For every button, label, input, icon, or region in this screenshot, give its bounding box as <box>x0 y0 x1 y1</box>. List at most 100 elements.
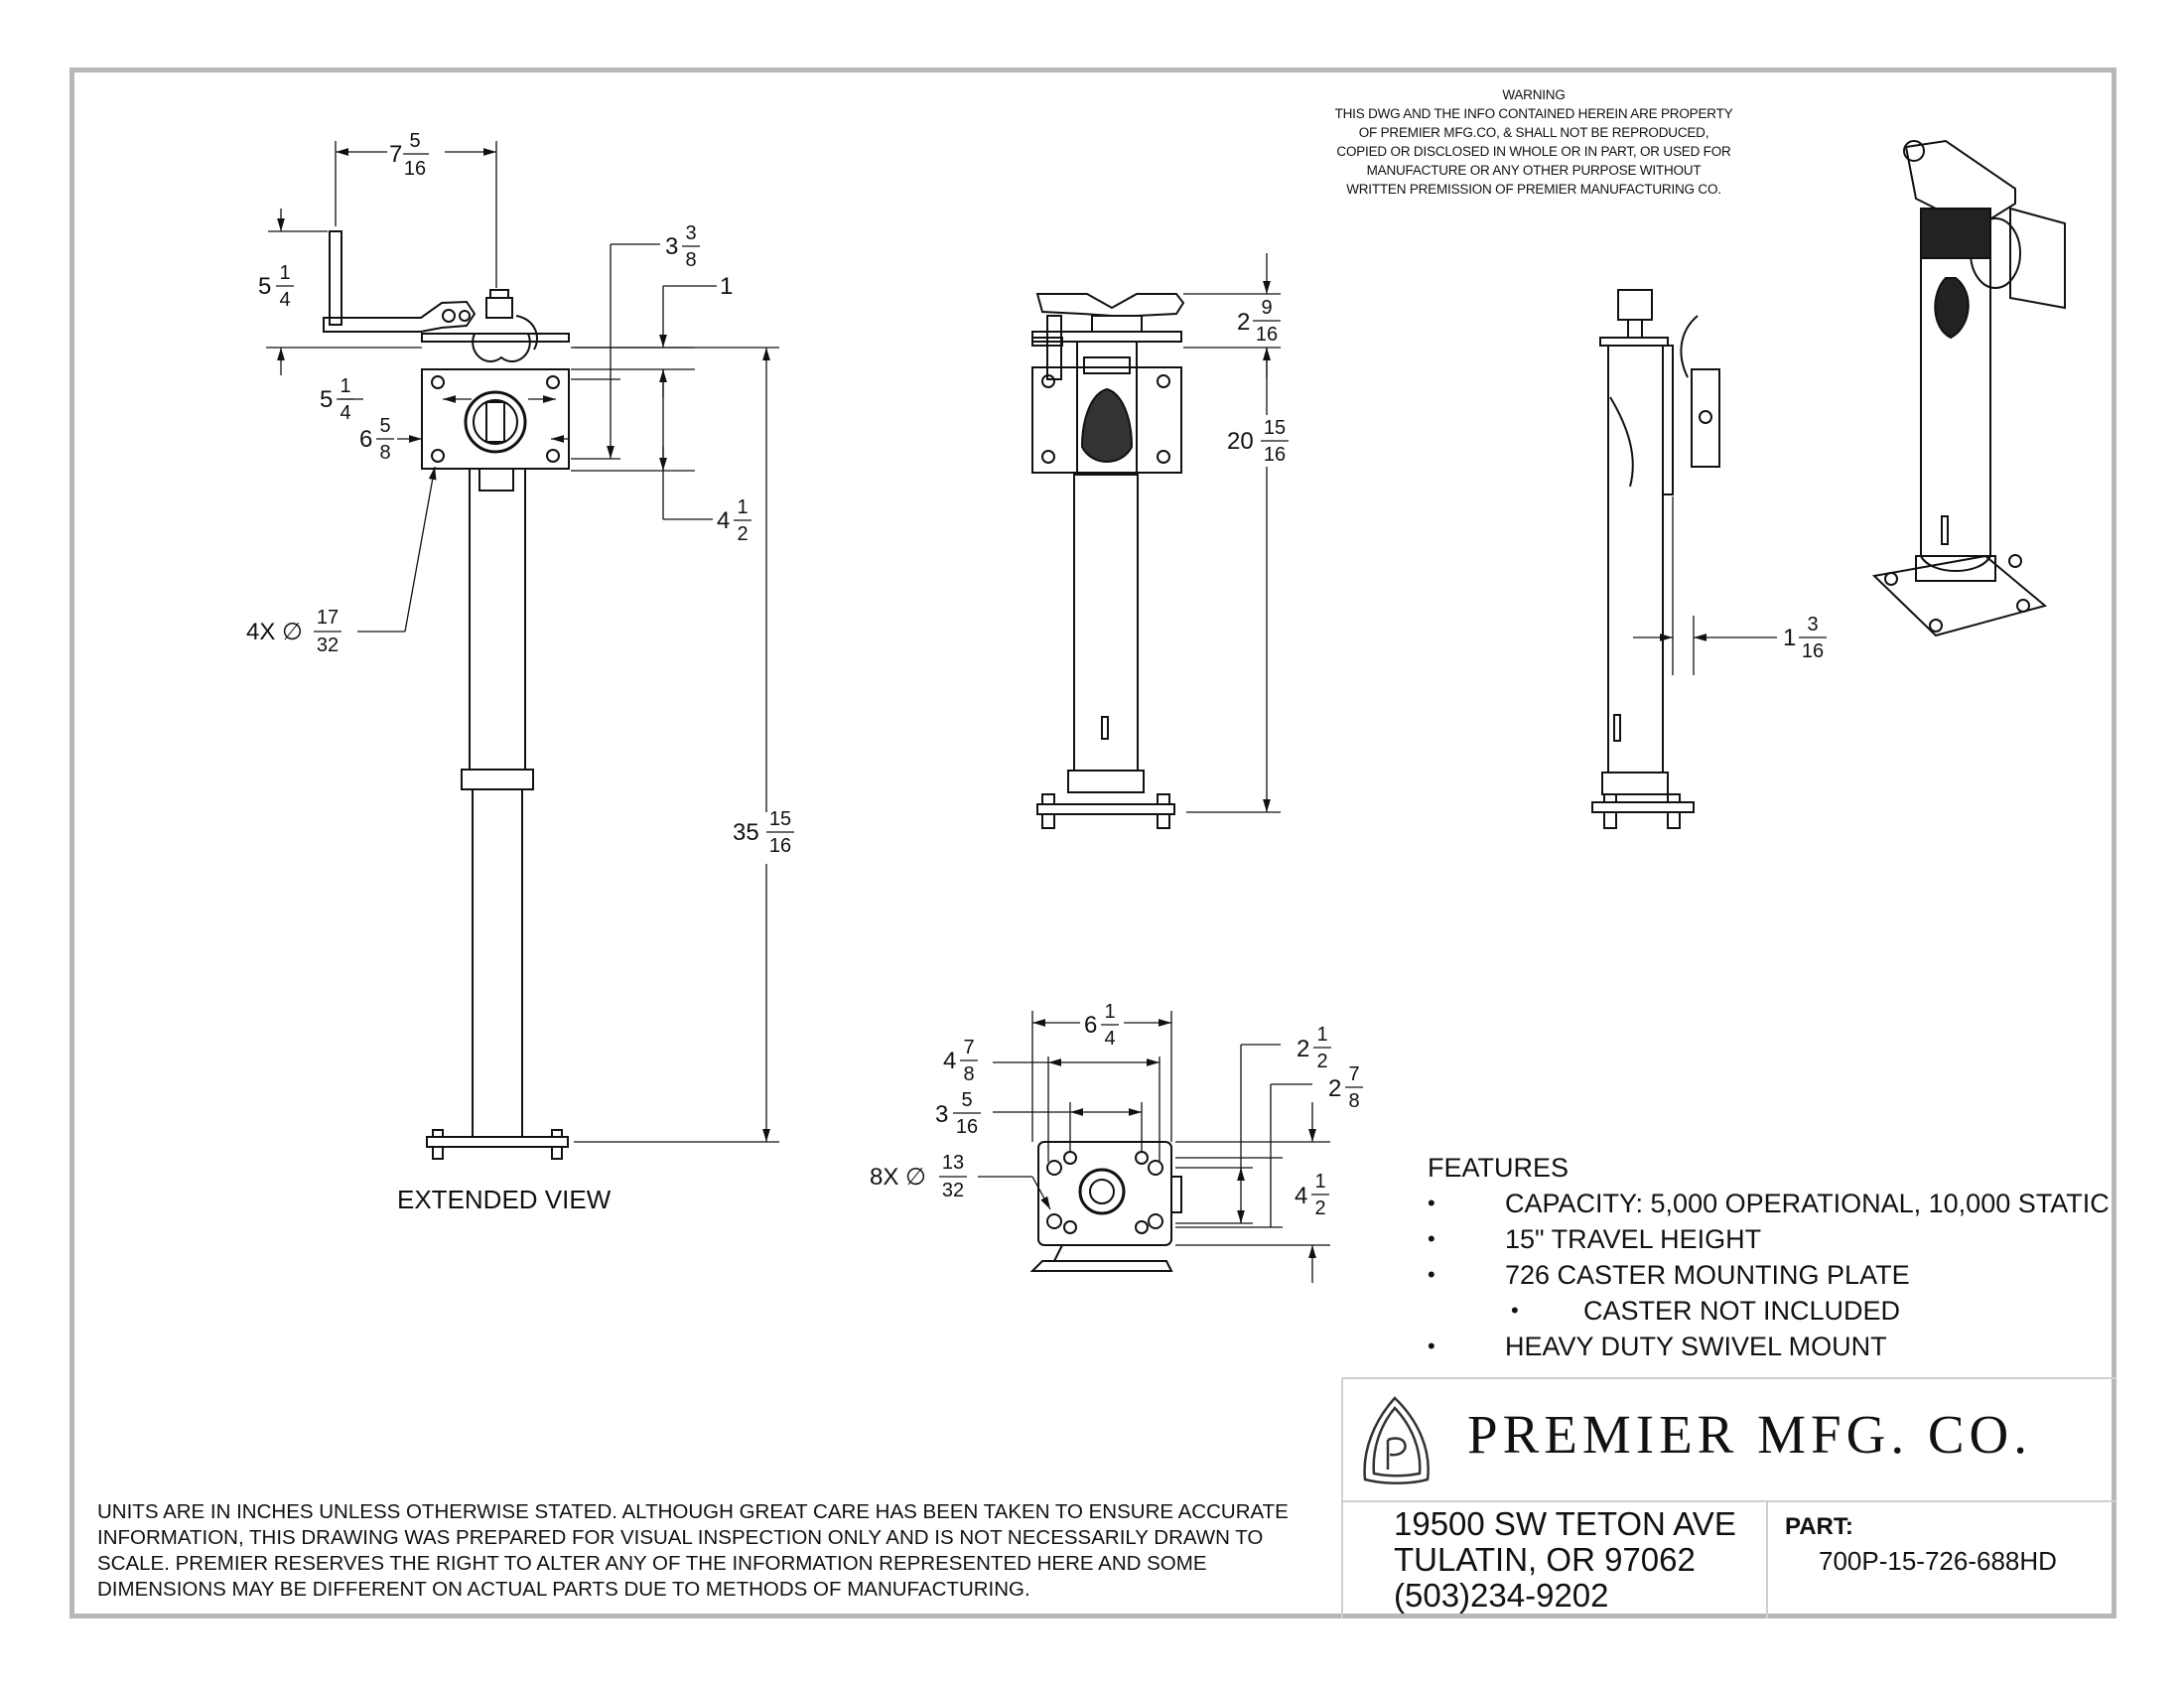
features-list: FEATURES CAPACITY: 5,000 OPERATIONAL, 10… <box>1428 1150 2110 1364</box>
dim-den: 16 <box>956 1116 978 1138</box>
dim-num: 5 <box>379 415 390 437</box>
dim-num: 1 <box>340 375 350 397</box>
warning-line: COPIED OR DISCLOSED IN WHOLE OR IN PART,… <box>1336 144 1731 159</box>
dim-whole: 4 <box>943 1048 956 1074</box>
company-address: 19500 SW TETON AVE TULATIN, OR 97062 (50… <box>1394 1506 1736 1614</box>
warning-line: THIS DWG AND THE INFO CONTAINED HEREIN A… <box>1334 106 1733 121</box>
front-view-jack <box>1031 293 1185 829</box>
top-view-jack <box>1029 1141 1182 1272</box>
dim-whole: 2 <box>1328 1075 1341 1102</box>
side-view-jack <box>1591 289 1720 829</box>
dim-whole: 1 <box>720 273 733 300</box>
drawing-border <box>69 68 2116 1618</box>
iso-mount-plate <box>2009 207 2066 310</box>
dim-whole: 3 <box>935 1101 948 1128</box>
dim-num: 9 <box>1261 297 1272 319</box>
dim-num: 17 <box>317 607 339 629</box>
dim-num: 13 <box>942 1152 964 1174</box>
dim-den: 8 <box>963 1063 974 1085</box>
feature-item: 15" TRAVEL HEIGHT <box>1428 1221 2110 1257</box>
dim-whole: 7 <box>389 141 402 168</box>
dim-num: 1 <box>279 262 290 284</box>
dim-den: 2 <box>1316 1051 1327 1072</box>
address-phone: (503)234-9202 <box>1394 1577 1609 1614</box>
dim-num: 3 <box>1807 614 1818 635</box>
dim-num: 7 <box>963 1037 974 1058</box>
premier-logo-badge <box>1080 387 1134 463</box>
dim-num: 1 <box>1104 1001 1115 1023</box>
title-block-grid <box>1341 1377 2116 1618</box>
dim-den: 4 <box>279 289 290 311</box>
extended-view-label: EXTENDED VIEW <box>397 1185 612 1214</box>
dim-num: 5 <box>409 130 420 152</box>
inner-tube <box>472 788 523 1138</box>
dim-prefix: 4X ∅ <box>246 619 303 645</box>
premier-logo-icon <box>1363 1396 1430 1484</box>
foot-plate <box>426 1136 569 1148</box>
side-crank-knob <box>1617 289 1653 321</box>
dimension-labels: 7 5 16 5 1 4 3 3 8 1 5 1 4 6 5 8 4 1 2 4… <box>246 130 1827 1219</box>
dim-whole: 5 <box>258 273 271 300</box>
extended-view-jack <box>323 230 570 1160</box>
warning-title: WARNING <box>1502 87 1566 102</box>
features-heading: FEATURES <box>1428 1153 1570 1183</box>
part-number: 700P-15-726-688HD <box>1819 1546 2057 1576</box>
front-crank-handle <box>1035 293 1185 317</box>
feature-item: 726 CASTER MOUNTING PLATE <box>1428 1257 2110 1293</box>
feature-item: HEAVY DUTY SWIVEL MOUNT <box>1428 1329 2110 1364</box>
company-name: PREMIER MFG. CO. <box>1467 1404 2032 1465</box>
dim-whole: 20 <box>1227 428 1254 455</box>
dim-whole: 6 <box>1084 1012 1097 1039</box>
dimension-lines <box>266 141 1777 1283</box>
dim-den: 8 <box>685 249 696 271</box>
dim-whole: 5 <box>320 386 333 413</box>
dim-whole: 2 <box>1297 1036 1309 1062</box>
dim-den: 16 <box>1256 324 1278 346</box>
dim-whole: 3 <box>665 233 678 260</box>
warning-notice: WARNING THIS DWG AND THE INFO CONTAINED … <box>1276 85 1792 199</box>
dim-whole: 1 <box>1783 625 1796 651</box>
dim-whole: 6 <box>359 426 372 453</box>
top-view-plate <box>1037 1141 1172 1246</box>
dim-num: 1 <box>1316 1024 1327 1046</box>
warning-line: OF PREMIER MFG.CO, & SHALL NOT BE REPROD… <box>1358 125 1709 140</box>
dim-num: 1 <box>1314 1171 1325 1193</box>
dim-den: 4 <box>340 402 350 424</box>
dim-whole: 4 <box>717 507 730 534</box>
disclaimer-text: UNITS ARE IN INCHES UNLESS OTHERWISE STA… <box>97 1500 1289 1601</box>
dim-num: 5 <box>961 1089 972 1111</box>
dim-prefix: 8X ∅ <box>870 1164 926 1191</box>
isometric-view-jack <box>1871 139 2066 637</box>
dim-num: 7 <box>1348 1063 1359 1085</box>
feature-item: CAPACITY: 5,000 OPERATIONAL, 10,000 STAT… <box>1428 1186 2110 1221</box>
dim-den: 2 <box>1314 1197 1325 1219</box>
dim-den: 32 <box>942 1180 964 1201</box>
warning-line: MANUFACTURE OR ANY OTHER PURPOSE WITHOUT <box>1366 163 1702 178</box>
dim-num: 1 <box>737 496 748 518</box>
dim-whole: 4 <box>1295 1183 1307 1209</box>
dim-num: 15 <box>769 808 791 830</box>
dim-den: 16 <box>1802 640 1824 662</box>
crank-handle-knob <box>329 230 342 326</box>
dim-num: 15 <box>1264 417 1286 439</box>
crank-arm <box>323 300 477 333</box>
outer-tube <box>469 468 526 771</box>
address-line: 19500 SW TETON AVE <box>1394 1505 1736 1542</box>
dim-den: 32 <box>317 634 339 656</box>
dim-whole: 35 <box>733 819 759 846</box>
feature-subitem: CASTER NOT INCLUDED <box>1428 1293 2110 1329</box>
iso-logo-badge <box>1934 277 1970 340</box>
front-mounting-plate <box>1031 366 1182 474</box>
part-label: PART: <box>1785 1513 1853 1540</box>
dim-den: 8 <box>379 442 390 464</box>
dim-den: 16 <box>769 835 791 857</box>
address-line: TULATIN, OR 97062 <box>1394 1541 1696 1578</box>
dim-whole: 2 <box>1237 309 1250 336</box>
dim-den: 16 <box>1264 444 1286 466</box>
dim-den: 4 <box>1104 1028 1115 1050</box>
dim-den: 2 <box>737 523 748 545</box>
dim-den: 8 <box>1348 1090 1359 1112</box>
dim-num: 3 <box>685 222 696 244</box>
top-plate <box>421 333 570 343</box>
